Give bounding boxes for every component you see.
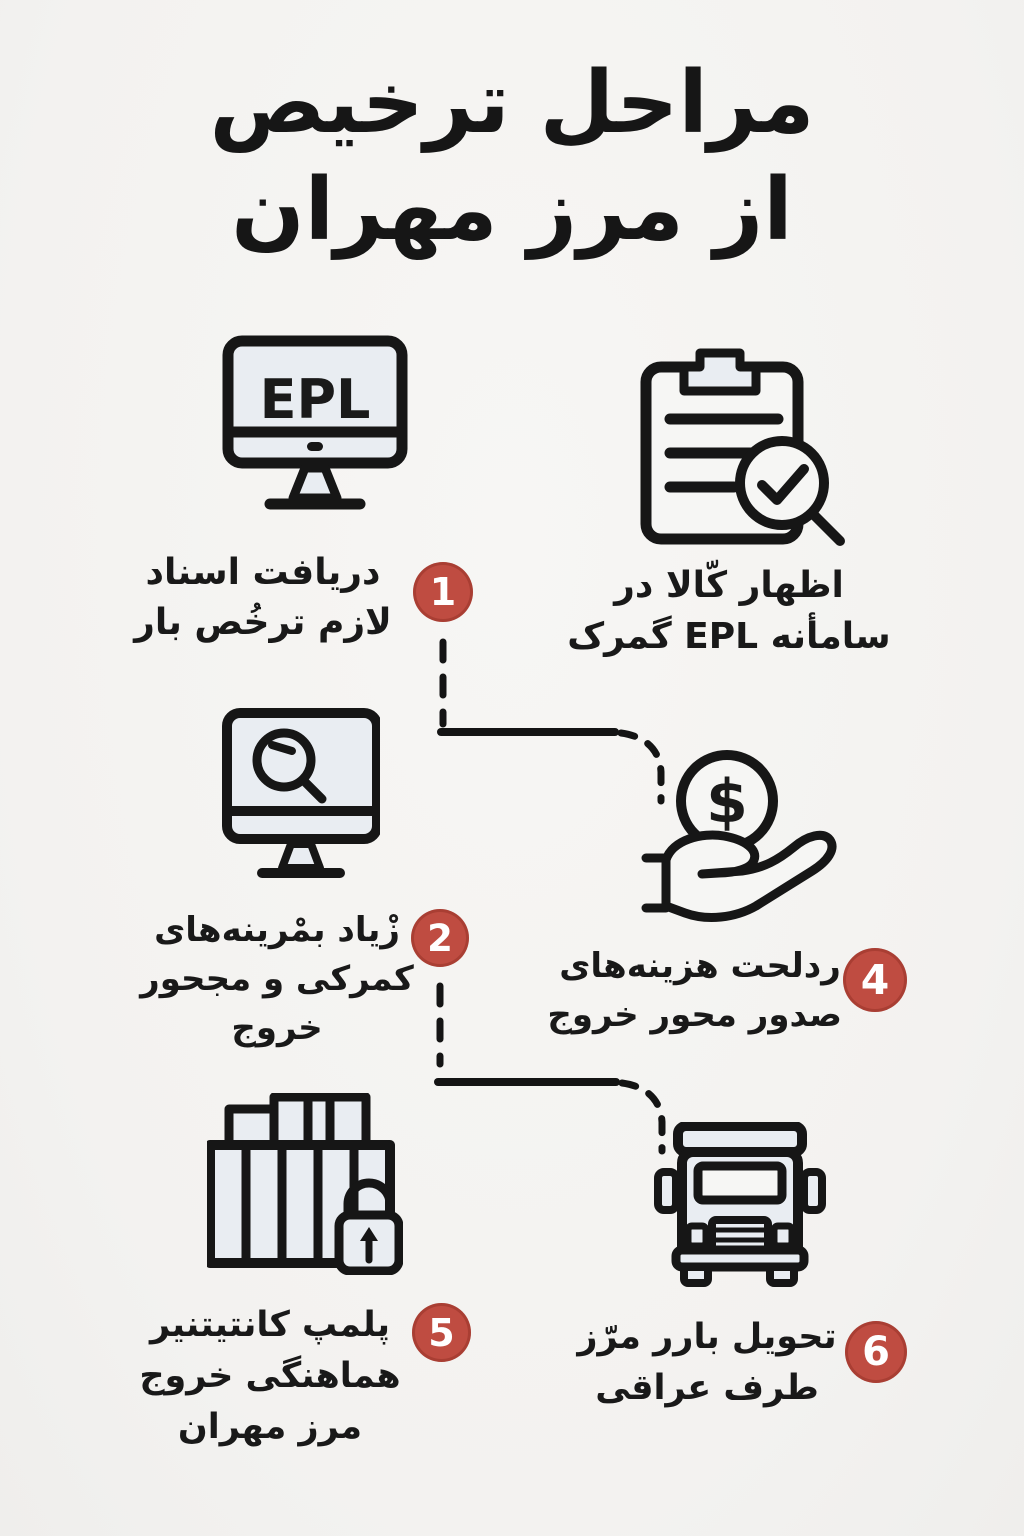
- step-4-badge: 4: [843, 948, 907, 1012]
- hand-dollar-icon: $: [641, 750, 837, 922]
- epl-screen-label: EPL: [260, 368, 371, 431]
- title-line-1: مراحل ترخیص: [209, 53, 815, 153]
- step-inspection-label: زْیاد بمْرینه‌های کمرکی و مجحور خروج: [140, 910, 414, 1048]
- step-container-seal-label: پلمپ کانتیتنیر هماهنگی خروج مرز مهران: [139, 1305, 401, 1448]
- step-payment-label: ردلحت هزینه‌های صدور محور خروج: [547, 946, 842, 1035]
- step-declare-goods-label: اظهار کّالا در سامأنه EPL گمرک: [567, 565, 891, 658]
- step-1-badge: 1: [413, 562, 473, 622]
- monitor-search-icon: [222, 708, 380, 878]
- step-6-badge: 6: [845, 1321, 907, 1383]
- containers-lock-icon: [207, 1093, 403, 1275]
- step-5-badge: 5: [412, 1303, 471, 1362]
- clipboard-check-icon: [640, 348, 845, 546]
- step-2-badge: 2: [411, 909, 469, 967]
- page-title: مراحل ترخیص از مرز مهران: [0, 50, 1024, 263]
- title-line-2: از مرز مهران: [231, 159, 794, 260]
- step-receive-docs-label: دریافت اسناد لازم ترخُص بار: [134, 552, 392, 644]
- truck-icon: [654, 1122, 826, 1287]
- step-border-handover-label: تحویل بارر مرّز طرف عراقی: [577, 1317, 837, 1409]
- dollar-sign: $: [706, 767, 748, 837]
- epl-monitor-icon: EPL: [222, 335, 408, 510]
